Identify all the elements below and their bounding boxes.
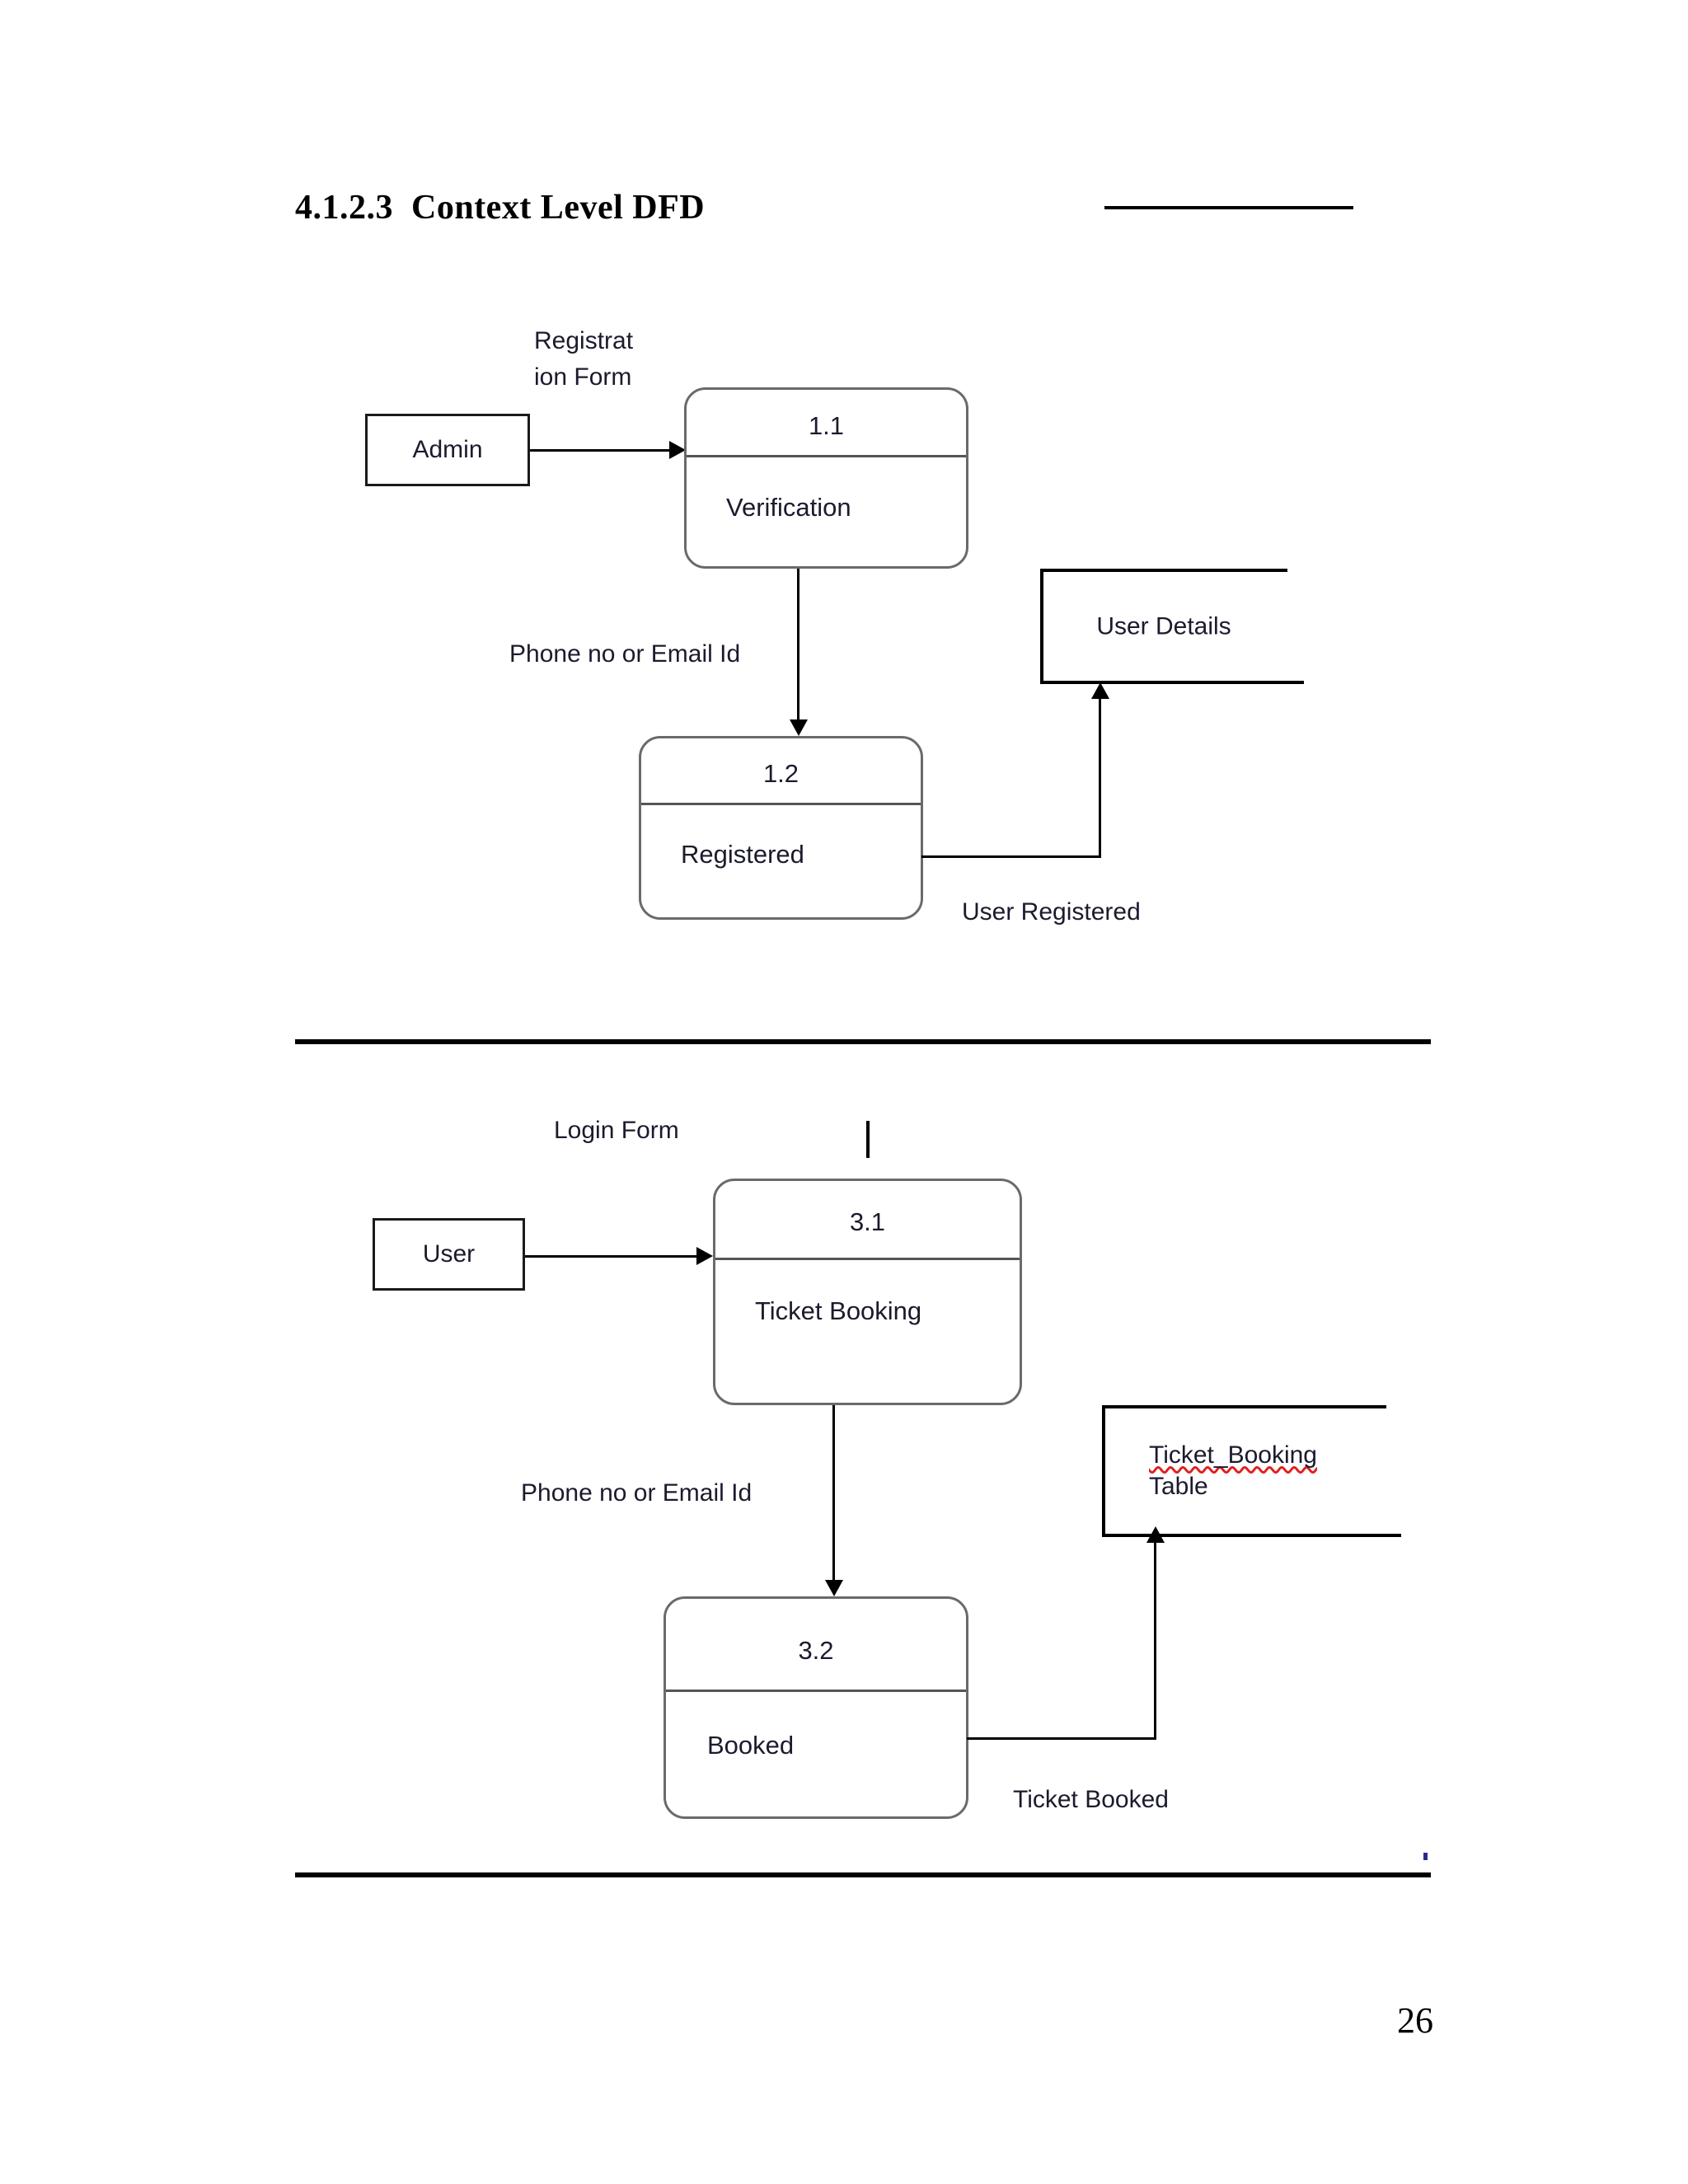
data-store-user-details-top-rule <box>1040 569 1287 572</box>
data-store-user-details-label: User Details <box>1096 612 1231 640</box>
section-separator-rule <box>295 1039 1431 1044</box>
connector-booked-to-store-h <box>967 1737 1156 1740</box>
flow-label-registration-form: Registrat ion Form <box>534 327 634 391</box>
process-ticket-booking-name: Ticket Booking <box>755 1296 922 1325</box>
arrowhead-admin-to-verification <box>669 441 686 459</box>
data-store-user-details-bottom-rule <box>1040 681 1304 684</box>
process-registered-name: Registered <box>681 840 804 869</box>
page-title: 4.1.2.3 Context Level DFD <box>295 189 706 227</box>
connector-ticket-booking-to-booked <box>832 1405 835 1588</box>
data-store-ticket-booking-table: Ticket_Booking Table <box>1102 1405 1401 1537</box>
data-store-ticket-booking-table-bottom-rule <box>1102 1534 1401 1537</box>
arrowhead-user-to-ticket-booking <box>696 1247 713 1265</box>
flow-label-user-registered: User Registered <box>962 898 1141 926</box>
connector-booked-to-store-v <box>1154 1543 1156 1740</box>
arrowhead-registered-to-store <box>1091 682 1109 699</box>
flow-label-phone-email-admin: Phone no or Email Id <box>509 640 741 668</box>
data-store-label-line1: Ticket_Booking <box>1149 1441 1317 1469</box>
data-store-user-details: User Details <box>1040 569 1304 684</box>
connector-stub-above-ticket-booking <box>866 1121 870 1158</box>
entity-user: User <box>373 1218 525 1291</box>
data-store-ticket-booking-table-top-rule <box>1102 1405 1386 1408</box>
entity-user-label: User <box>422 1240 476 1268</box>
arrowhead-ticket-booking-to-booked <box>825 1580 843 1596</box>
process-booked-divider <box>666 1690 966 1692</box>
data-store-ticket-booking-table-left-edge <box>1102 1405 1105 1537</box>
process-ticket-booking: 3.1 Ticket Booking <box>713 1179 1022 1405</box>
process-verification-name: Verification <box>726 493 851 522</box>
entity-admin: Admin <box>365 414 530 486</box>
connector-registered-to-store-h <box>921 855 1101 858</box>
connector-verification-to-registered <box>797 569 799 728</box>
heading-rule <box>1104 206 1353 209</box>
connector-admin-to-verification <box>530 449 680 452</box>
process-ticket-booking-id: 3.1 <box>849 1207 886 1236</box>
process-booked: 3.2 Booked <box>663 1596 968 1819</box>
process-verification-id: 1.1 <box>808 411 845 440</box>
flow-label-phone-email-user: Phone no or Email Id <box>521 1479 753 1507</box>
arrowhead-verification-to-registered <box>790 719 808 736</box>
process-registered: 1.2 Registered <box>639 736 923 920</box>
connector-user-to-ticket-booking <box>525 1255 706 1258</box>
process-booked-name: Booked <box>707 1731 795 1760</box>
process-verification-divider <box>687 455 966 457</box>
process-ticket-booking-divider <box>715 1258 1020 1260</box>
process-registered-id: 1.2 <box>762 759 799 788</box>
process-verification: 1.1 Verification <box>684 387 968 569</box>
stray-mark <box>1423 1853 1428 1860</box>
connector-registered-to-store-v <box>1099 699 1101 858</box>
data-store-ticket-booking-table-label: Ticket_Booking Table <box>1149 1440 1317 1502</box>
data-store-user-details-left-edge <box>1040 569 1043 684</box>
entity-admin-label: Admin <box>412 436 483 463</box>
footer-separator-rule <box>295 1872 1431 1877</box>
flow-label-ticket-booked: Ticket Booked <box>1013 1786 1169 1813</box>
flow-label-login-form: Login Form <box>554 1117 679 1144</box>
process-registered-divider <box>641 803 921 805</box>
page-number: 26 <box>1397 2000 1433 2041</box>
data-store-label-line2: Table <box>1149 1472 1208 1500</box>
process-booked-id: 3.2 <box>798 1636 834 1665</box>
